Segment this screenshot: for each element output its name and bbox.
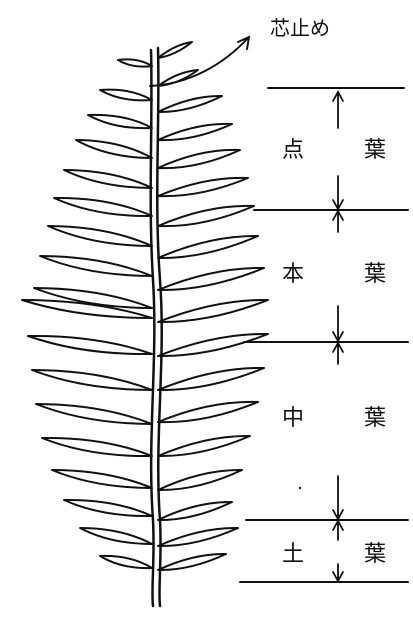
leaflet-right-15 [158,470,242,490]
leaflet-right-13 [158,402,258,422]
speck [299,487,301,489]
leaflet-left-8 [40,256,152,276]
leaflet-left-17 [80,528,152,544]
leaflet-right-3 [158,96,222,112]
leaflet-left-16 [64,500,152,516]
leaflet-left-12 [32,370,152,390]
core-stop-arrow [150,37,249,86]
leaflet-left-13 [36,404,152,424]
leaflet-left-4 [76,140,152,158]
section-3-left-label: 中 [282,408,304,430]
section-4-right-label: 葉 [364,544,386,566]
leaflet-right-14 [158,436,250,456]
leaflet-right-10 [158,300,268,322]
leaflet-left-11 [28,336,152,354]
leaflet-right-7 [158,206,254,226]
leaflet-right-4 [158,124,232,140]
leaflet-right-18 [158,554,226,570]
core-stop-label: 芯止め [270,18,330,38]
leaflet-right-8 [158,236,258,258]
leaflet-right-5 [158,150,240,168]
section-2-left-label: 本 [282,264,304,286]
leaflet-right-1 [158,42,192,58]
leaflet-right-12 [158,368,264,390]
leaflet-left-15 [52,470,152,488]
leaflet-left-14 [42,438,152,456]
dimension-arrows [333,92,343,582]
leaflet-left-5 [64,170,152,188]
section-2-right-label: 葉 [364,264,386,286]
section-1-left-label: 点 [282,140,304,162]
leaflet-right-6 [158,178,248,196]
stem [151,48,162,606]
leaflet-right-16 [158,502,232,520]
leaflet-left-1 [118,59,152,66]
leaflets [22,42,268,570]
section-1-right-label: 葉 [364,140,386,162]
leaflet-left-3 [88,115,152,128]
leaflet-left-6 [54,198,152,216]
leaflet-right-11 [158,334,268,356]
leaflet-right-17 [158,528,238,546]
section-4-left-label: 土 [282,544,304,566]
leaflet-left-7 [48,226,152,246]
section-3-right-label: 葉 [364,408,386,430]
leaflet-left-2 [100,90,152,101]
leaflet-right-9 [158,268,264,290]
leaflet-left-18 [100,556,152,568]
